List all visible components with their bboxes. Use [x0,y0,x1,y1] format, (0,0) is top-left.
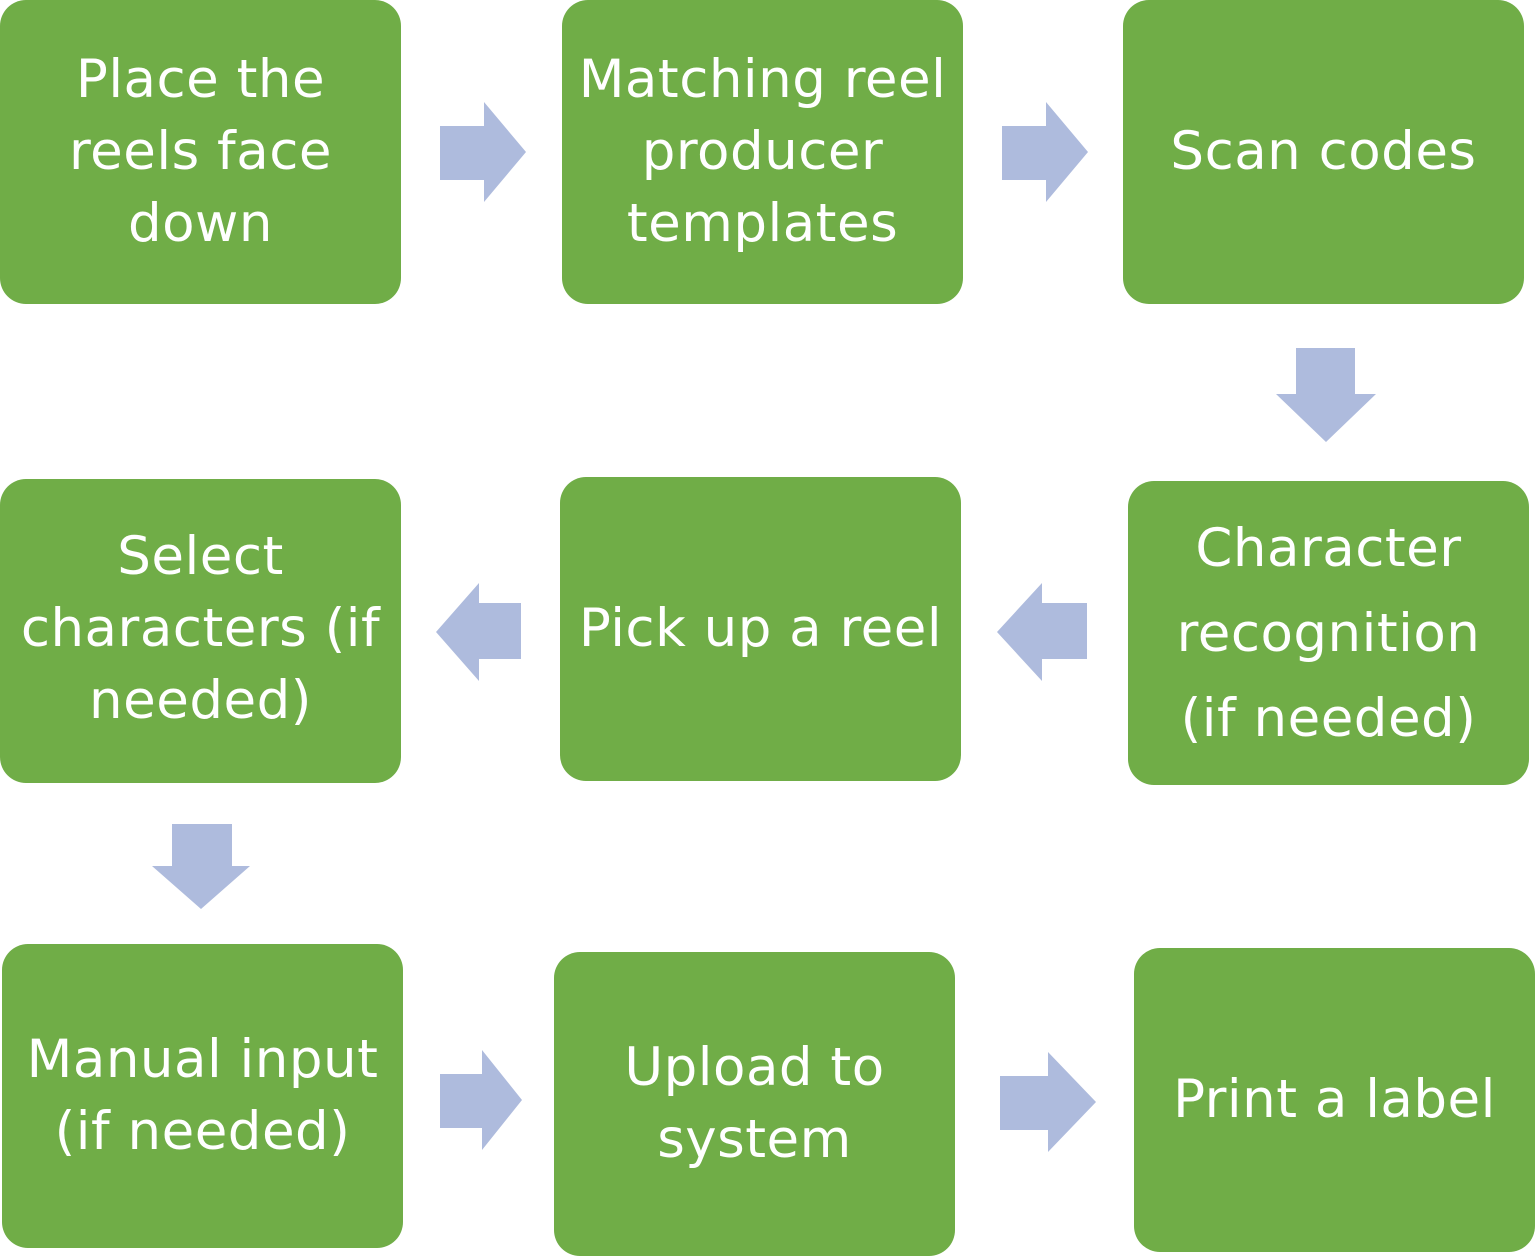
step-place-reels: Place the reels face down [0,0,401,304]
step-upload-system: Upload to system [554,952,955,1256]
arrow-left-icon [997,583,1087,681]
arrow-down-icon [1276,348,1376,442]
step-manual-input: Manual input (if needed) [2,944,403,1248]
step-label: Pick up a reel [578,598,943,659]
step-matching-templates: Matching reel producer templates [562,0,963,304]
step-label: Scan codes [1170,121,1477,182]
step-character-recognition: Character recognition (if needed) [1128,481,1529,785]
step-pick-up-reel: Pick up a reel [560,477,961,781]
arrow-down-icon [152,824,250,909]
arrow-right-icon [440,102,526,202]
arrow-right-icon [1000,1052,1096,1152]
step-label: Matching reel producer templates [578,49,947,254]
step-print-label: Print a label [1134,948,1535,1252]
arrow-left-icon [436,583,521,681]
arrow-right-icon [440,1050,522,1150]
step-label: Select characters (if needed) [20,526,381,731]
step-scan-codes: Scan codes [1123,0,1524,304]
step-select-characters: Select characters (if needed) [0,479,401,783]
step-label: Print a label [1173,1069,1496,1130]
step-label: Upload to system [624,1037,885,1170]
step-label: Place the reels face down [69,49,332,254]
step-label: Character recognition (if needed) [1176,517,1481,749]
arrow-right-icon [1002,102,1088,202]
step-label: Manual input (if needed) [26,1029,379,1162]
